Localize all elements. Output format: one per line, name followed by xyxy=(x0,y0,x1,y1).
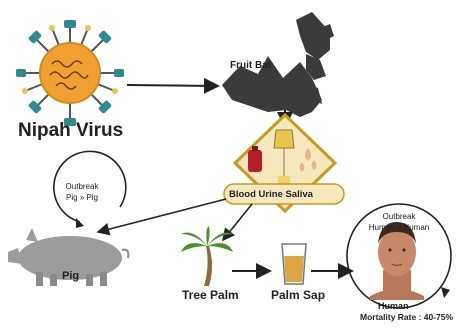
pig-label: Pig xyxy=(62,270,79,282)
bat-label: Fruit Bat xyxy=(230,60,271,71)
pig-outbreak-title: Outbreak xyxy=(52,181,112,192)
pig-outbreak-subtitle: Pig » Pig xyxy=(52,192,112,203)
palm-tree-icon xyxy=(181,226,233,286)
tree-palm-label: Tree Palm xyxy=(182,288,239,302)
arrow-fluids-to-pig xyxy=(98,199,226,232)
palm-sap-glass-icon xyxy=(282,244,306,284)
arrow-fluids-to-palm xyxy=(223,204,252,240)
human-outbreak-subtitle: Human » Human xyxy=(364,222,434,233)
arrow-virus-to-bat xyxy=(127,85,218,86)
fluids-label: Blood Urine Saliva xyxy=(229,189,313,200)
palm-sap-label: Palm Sap xyxy=(271,288,325,302)
nipah-virus-icon xyxy=(16,20,124,126)
human-icon xyxy=(370,222,424,300)
human-label: Human xyxy=(378,301,409,311)
human-outbreak-label: Outbreak Human » Human xyxy=(364,211,434,233)
virus-label: Nipah Virus xyxy=(18,120,123,142)
pig-outbreak-label: Outbreak Pig » Pig xyxy=(52,181,112,203)
mortality-rate-label: Mortality Rate : 40-75% xyxy=(360,312,453,322)
human-outbreak-title: Outbreak xyxy=(364,211,434,222)
